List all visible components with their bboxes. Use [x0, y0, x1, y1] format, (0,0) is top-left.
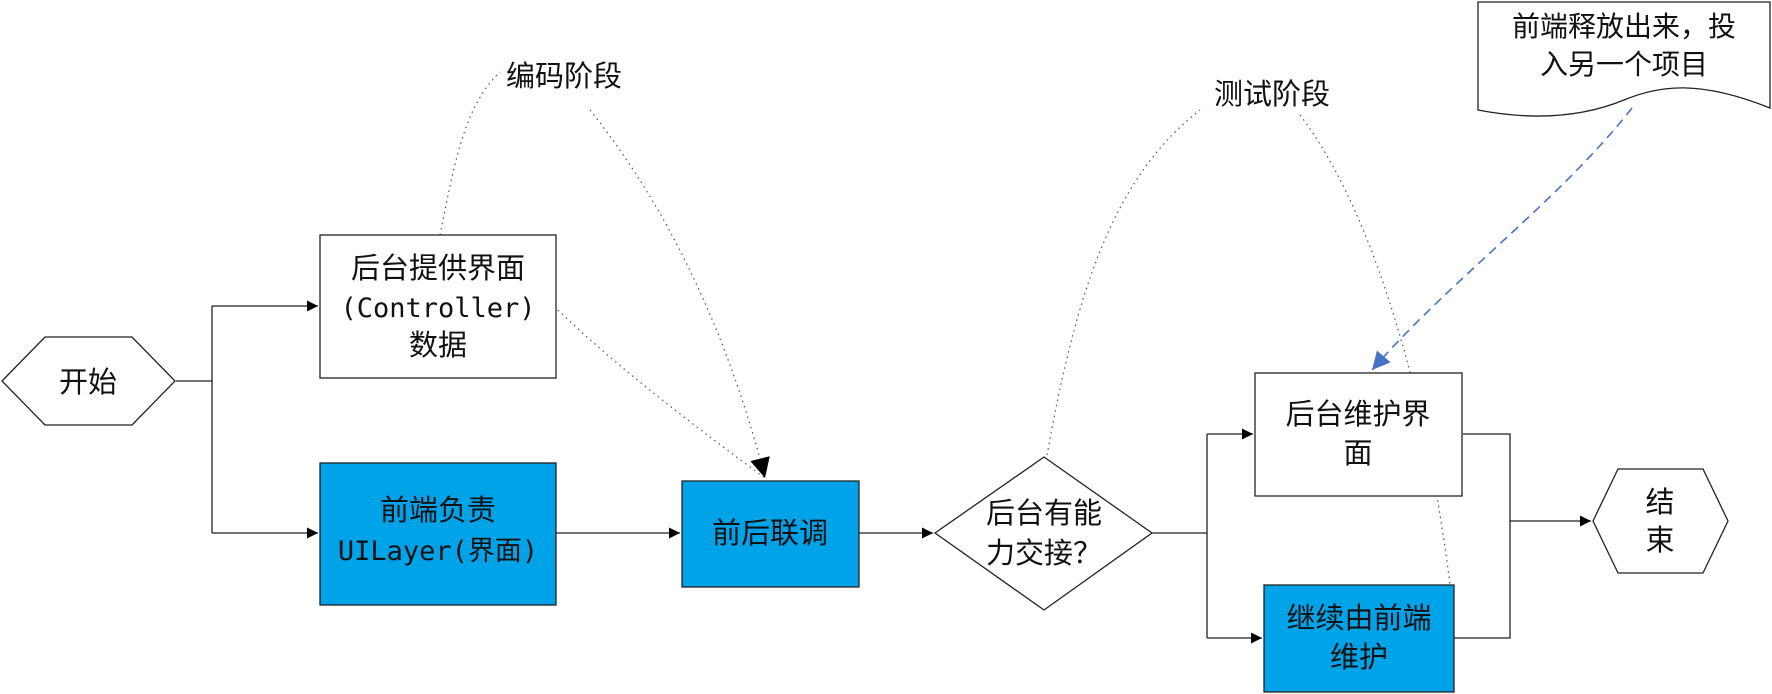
decision-line2: 力交接？ [986, 536, 1102, 570]
backend-maintain-line2: 面 [1343, 436, 1372, 470]
frontend-maintain-line2: 维护 [1330, 640, 1388, 674]
frontend-maintain-box [1263, 584, 1455, 693]
backend-maintain-node: 后台维护界 面 [1254, 372, 1463, 497]
backend-ui-data-box [319, 234, 557, 379]
backend-maintain-box [1254, 372, 1463, 497]
coding-phase-curve-left [439, 71, 501, 236]
decision-diamond [933, 456, 1154, 611]
decision-line1: 后台有能 [986, 496, 1102, 530]
connector-backend-maintain-to-merge [1454, 433, 1511, 639]
backend-maintain-line1: 后台维护界 [1285, 397, 1430, 431]
connectors [176, 300, 1591, 644]
backend-ui-data-node: 后台提供界面 (Controller) 数据 [319, 234, 557, 379]
decision-node: 后台有能 力交接？ [933, 456, 1154, 611]
backend-ui-data-line1: 后台提供界面 [351, 251, 525, 285]
frontend-maintain-node: 继续由前端 维护 [1263, 584, 1455, 693]
frontend-ui-box [319, 462, 557, 606]
note-line2: 入另一个项目 [1540, 48, 1708, 81]
testing-phase-curve-right [1299, 114, 1451, 586]
start-hexagon [1, 336, 176, 426]
start-node: 开始 [1, 336, 176, 426]
integration-node: 前后联调 [681, 480, 860, 588]
coding-phase-label: 编码阶段 [506, 59, 622, 93]
frontend-ui-node: 前端负责 UILayer(界面) [319, 462, 557, 606]
note-arrow [1371, 107, 1633, 371]
backend-ui-data-line3: 数据 [409, 328, 467, 362]
frontend-ui-line2: UILayer(界面) [338, 536, 538, 567]
coding-phase-curve-right [589, 109, 770, 479]
backend-ui-data-line2: (Controller) [340, 293, 535, 324]
backend-to-integration-curve [557, 309, 766, 479]
frontend-maintain-line1: 继续由前端 [1286, 601, 1431, 635]
annotation-curves [439, 71, 1451, 586]
integration-label: 前后联调 [712, 516, 828, 550]
note-document-shape [1477, 1, 1771, 117]
frontend-ui-line1: 前端负责 [380, 493, 496, 527]
end-line1: 结 [1645, 485, 1674, 519]
integration-box [681, 480, 860, 588]
end-line2: 束 [1645, 523, 1674, 557]
end-hexagon [1592, 468, 1729, 574]
note-node: 前端释放出来，投 入另一个项目 [1477, 1, 1771, 117]
end-node: 结 束 [1592, 468, 1729, 574]
testing-phase-curve-left [1046, 109, 1201, 456]
start-label: 开始 [59, 365, 117, 399]
testing-phase-label: 测试阶段 [1214, 77, 1330, 111]
note-line1: 前端释放出来，投 [1512, 10, 1736, 43]
